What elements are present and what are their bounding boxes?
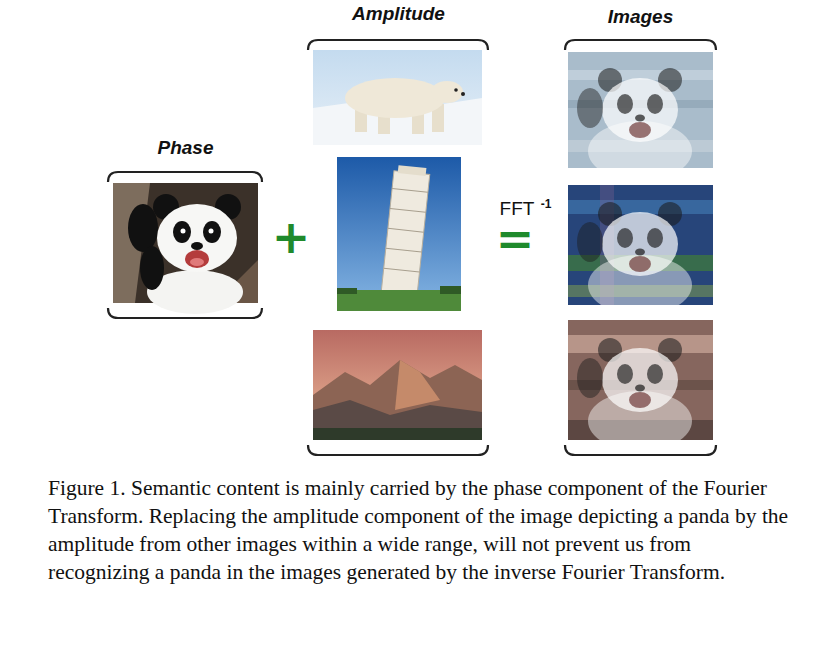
tower-photo [390, 208, 426, 212]
tower-photo [398, 165, 427, 176]
result-image [568, 52, 713, 181]
superscript: -1 [541, 198, 552, 210]
tower-photo [337, 157, 461, 311]
panda-photo [181, 229, 186, 234]
tower-photo [388, 228, 424, 232]
plus-sign: + [272, 214, 311, 260]
panda-photo [190, 258, 204, 266]
polar-bear-photo [313, 50, 482, 145]
tower-photo [337, 157, 461, 311]
panda-photo [185, 250, 209, 268]
group-heading: Amplitude [304, 2, 493, 26]
result-image [568, 320, 713, 451]
landscape-photo [313, 428, 482, 440]
bracket [308, 445, 488, 455]
images-group: Images [559, 5, 722, 458]
tower-photo [381, 171, 430, 298]
panda-photo [173, 221, 191, 243]
equals-sign: = [496, 216, 535, 262]
bracket [108, 40, 716, 455]
landscape-photo [313, 400, 482, 440]
tower-photo [384, 268, 420, 272]
result-image [577, 338, 692, 451]
panda-photo [157, 204, 237, 272]
superscript: -1 [541, 194, 552, 212]
plus-sign: + [272, 214, 311, 260]
polar-bear-photo [345, 78, 445, 118]
panda-photo [113, 183, 258, 314]
tower-photo [381, 165, 430, 298]
bracket [108, 172, 262, 182]
caption-text: Figure 1. Semantic content is mainly car… [48, 474, 790, 586]
panda-photo [191, 242, 203, 250]
result-image [568, 200, 713, 214]
landscape-photo [313, 330, 482, 440]
phase-group: Phase [104, 136, 267, 322]
polar-bear-photo [454, 88, 458, 92]
group-heading: Phase [104, 136, 267, 160]
panda-photo [140, 246, 164, 290]
tower-photo [386, 248, 422, 252]
landscape-photo [395, 360, 440, 410]
polar-bear-photo [461, 92, 465, 96]
landscape-photo [313, 330, 482, 440]
tower-photo [337, 288, 357, 294]
panda-photo [209, 229, 214, 234]
tower-photo [392, 189, 428, 193]
equals-sign: = [496, 216, 535, 262]
panda-photo [203, 221, 221, 243]
result-image [577, 202, 692, 315]
landscape-photo [313, 360, 482, 440]
bracket [308, 40, 488, 50]
result-image [568, 185, 713, 315]
polar-bear-photo [313, 50, 482, 145]
bracket [565, 40, 716, 50]
panda-photo [128, 204, 158, 252]
figure-caption: Figure 1. Semantic content is mainly car… [48, 474, 790, 586]
group-heading: Images [559, 5, 722, 29]
amplitude-group: Amplitude [304, 2, 493, 458]
polar-bear-photo [431, 81, 463, 103]
result-image [577, 68, 692, 181]
tower-photo [440, 286, 461, 294]
